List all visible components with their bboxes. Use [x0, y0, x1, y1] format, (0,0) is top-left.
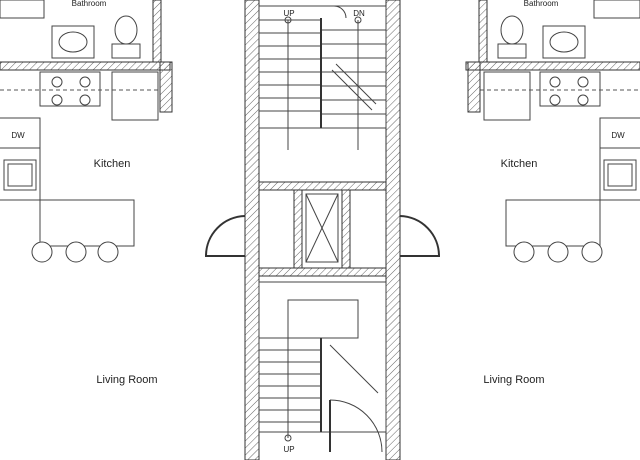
- upper-door-swing: [333, 5, 347, 19]
- toilet-tank-right: [497, 43, 527, 59]
- burner-1-left: [51, 76, 63, 88]
- counter-left: [0, 117, 41, 201]
- toilet-tank-left: [111, 43, 141, 59]
- lower-stair-box: [258, 281, 387, 433]
- stove-left: [39, 71, 101, 107]
- burner-1-right: [549, 76, 561, 88]
- stair-up-label-top: UP: [283, 9, 294, 18]
- sink-basin-right: [549, 31, 579, 53]
- living-room-label-left: Living Room: [96, 374, 157, 386]
- lower-up-arrow-dot: [284, 434, 292, 442]
- kitchen-island-right: [505, 199, 601, 247]
- bath-sink-right: [542, 25, 586, 59]
- kitchen-wall-right: [467, 61, 481, 113]
- elevator-cross-2: [305, 193, 339, 263]
- upper-stair-box: [258, 5, 387, 129]
- stool-3-right: [581, 241, 603, 263]
- kitchen-island-left: [39, 199, 135, 247]
- bathroom-label-left: Bathroom: [72, 0, 107, 8]
- entry-door-left: [204, 215, 246, 257]
- burner-4-left: [79, 94, 91, 106]
- dn-arrow-dot: [354, 16, 362, 24]
- upper-stair-break-line: [331, 69, 373, 111]
- burner-2-right: [577, 76, 589, 88]
- counter-right: [599, 117, 640, 201]
- kitchen-sink-basin-left: [7, 163, 33, 187]
- upper-stair-treads-left: [259, 19, 320, 112]
- kitchen-sink-left: [3, 159, 37, 191]
- stair-dn-label-top: DN: [353, 9, 365, 18]
- core-wall-right: [385, 0, 401, 460]
- lower-stair-landing: [287, 299, 359, 339]
- sink-basin-left: [58, 31, 88, 53]
- stool-3-left: [97, 241, 119, 263]
- dw-label-right: DW: [611, 131, 625, 140]
- burner-3-left: [51, 94, 63, 106]
- upper-stair-break-line-2: [335, 63, 377, 105]
- burner-2-left: [79, 76, 91, 88]
- stool-1-right: [513, 241, 535, 263]
- stair-up-label-bottom: UP: [283, 445, 294, 454]
- stool-2-left: [65, 241, 87, 263]
- toilet-bowl-right: [500, 15, 524, 45]
- right-unit: Bathroom DW Kitchen Living Room: [465, 0, 640, 386]
- up-arrow-dot: [284, 16, 292, 24]
- burner-4-right: [577, 94, 589, 106]
- bathroom-label-right: Bathroom: [524, 0, 559, 8]
- bathtub-left: [0, 0, 45, 19]
- bathroom-wall-right: [465, 61, 640, 71]
- fridge-left: [111, 71, 159, 121]
- stool-2-right: [547, 241, 569, 263]
- core-wall-left: [244, 0, 260, 460]
- bathroom-side-wall-right: [478, 0, 488, 63]
- kitchen-sink-basin-right: [607, 163, 633, 187]
- kitchen-sink-right: [603, 159, 637, 191]
- lower-stair-break: [329, 344, 379, 394]
- elevator-shaft: [305, 193, 339, 263]
- entry-door-right: [399, 215, 441, 257]
- landing-wall-bottom: [258, 267, 387, 277]
- bathroom-side-wall-left: [152, 0, 162, 63]
- fridge-right: [483, 71, 531, 121]
- kitchen-wall-left: [159, 61, 173, 113]
- stove-right: [539, 71, 601, 107]
- bathroom-wall-left: [0, 61, 171, 71]
- burner-3-right: [549, 94, 561, 106]
- elevator-wall-right: [341, 189, 351, 269]
- stool-1-left: [31, 241, 53, 263]
- dw-label-left: DW: [11, 131, 25, 140]
- upper-stair-treads-right: [322, 29, 386, 115]
- central-core: UP DN UP: [204, 0, 441, 460]
- kitchen-label-right: Kitchen: [501, 158, 538, 170]
- elevator-wall-left: [293, 189, 303, 269]
- left-unit: Bathroom DW Kitchen Living Room: [0, 0, 173, 386]
- living-room-label-right: Living Room: [483, 374, 544, 386]
- bath-sink-left: [51, 25, 95, 59]
- bathtub-right: [593, 0, 640, 19]
- lower-stair-treads: [259, 337, 320, 423]
- toilet-bowl-left: [114, 15, 138, 45]
- lower-door-swing: [329, 399, 383, 453]
- landing-wall-top: [258, 181, 387, 191]
- kitchen-label-left: Kitchen: [94, 158, 131, 170]
